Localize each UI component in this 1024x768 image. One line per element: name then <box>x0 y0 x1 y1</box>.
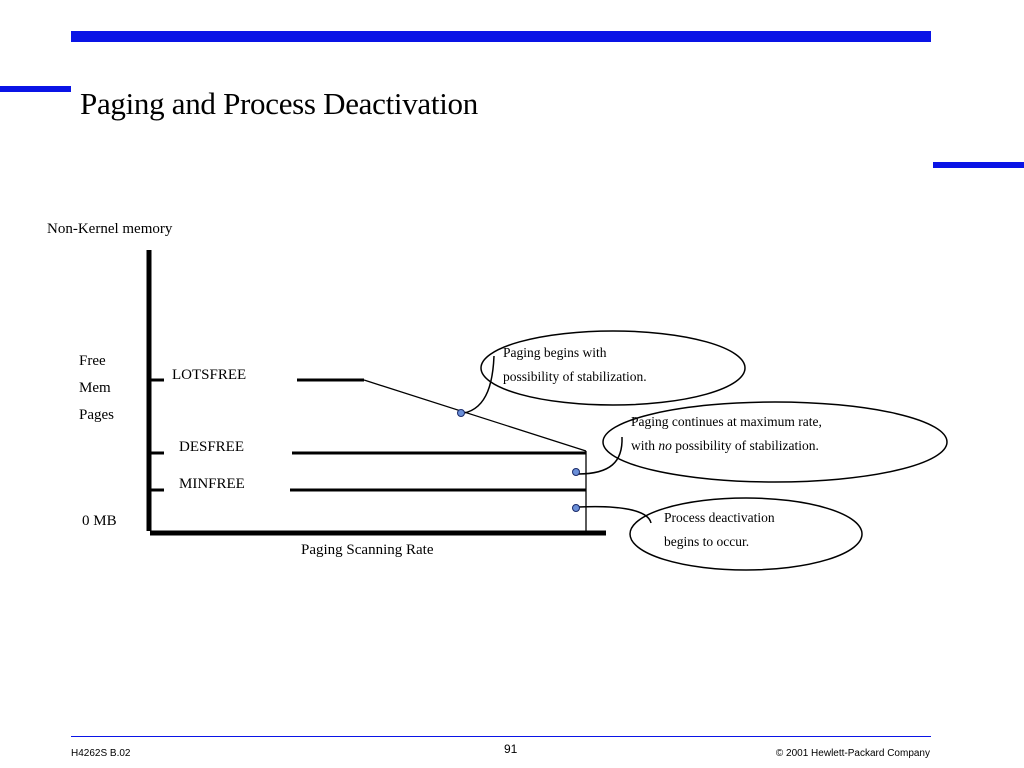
marker-deactivation <box>572 504 580 512</box>
callout-max-rate-bubble <box>602 401 948 483</box>
callout-deactivation-line-2: begins to occur. <box>664 534 750 549</box>
footer-course-code: H4262S B.02 <box>71 748 131 759</box>
footer-divider <box>71 736 931 737</box>
x-axis-label: Paging Scanning Rate <box>301 542 434 558</box>
callout-deactivation-pointer <box>577 505 652 524</box>
left-accent-bar <box>0 86 71 92</box>
desfree-label: DESFREE <box>179 439 245 455</box>
y-axis-label-line-1: Free <box>79 353 106 369</box>
paging-ramp-line <box>363 379 587 452</box>
marker-stabilization <box>457 409 465 417</box>
callout-max-rate-line-2: with no possibility of stabilization. <box>631 434 822 458</box>
callout-max-rate-pointer <box>577 436 623 475</box>
callout-deactivation-line-1: Process deactivation <box>664 510 775 525</box>
callout-max-rate-text: Paging continues at maximum rate, with n… <box>631 410 822 458</box>
callout-max-rate-line-1: Paging continues at maximum rate, <box>631 414 822 429</box>
right-accent-bar <box>933 162 1024 168</box>
slide-title: Paging and Process Deactivation <box>80 86 478 121</box>
callout-stabilization-text: Paging begins with possibility of stabil… <box>503 341 647 389</box>
callout-stabilization-line-2: possibility of stabilization. <box>503 369 647 384</box>
callout-max-rate-line-2-suffix: possibility of stabilization. <box>671 438 819 453</box>
footer-copyright: © 2001 Hewlett-Packard Company <box>775 748 930 759</box>
minfree-label: MINFREE <box>179 476 245 492</box>
callout-stabilization-pointer <box>463 355 495 414</box>
y-axis-label-line-2: Mem <box>79 380 111 396</box>
callout-deactivation-bubble <box>629 497 863 571</box>
page-number: 91 <box>504 742 518 756</box>
callout-stabilization-bubble <box>480 330 746 406</box>
callout-max-rate-emphasis: no <box>658 438 672 453</box>
top-accent-bar <box>71 31 931 42</box>
zero-mb-label: 0 MB <box>82 513 117 529</box>
marker-max-rate <box>572 468 580 476</box>
callout-max-rate-line-2-prefix: with <box>631 438 659 453</box>
callout-stabilization-line-1: Paging begins with <box>503 345 607 360</box>
y-axis-label-line-3: Pages <box>79 407 114 423</box>
y-axis-title: Non-Kernel memory <box>47 221 173 237</box>
callout-deactivation-text: Process deactivation begins to occur. <box>664 506 775 554</box>
lotsfree-label: LOTSFREE <box>172 367 247 383</box>
